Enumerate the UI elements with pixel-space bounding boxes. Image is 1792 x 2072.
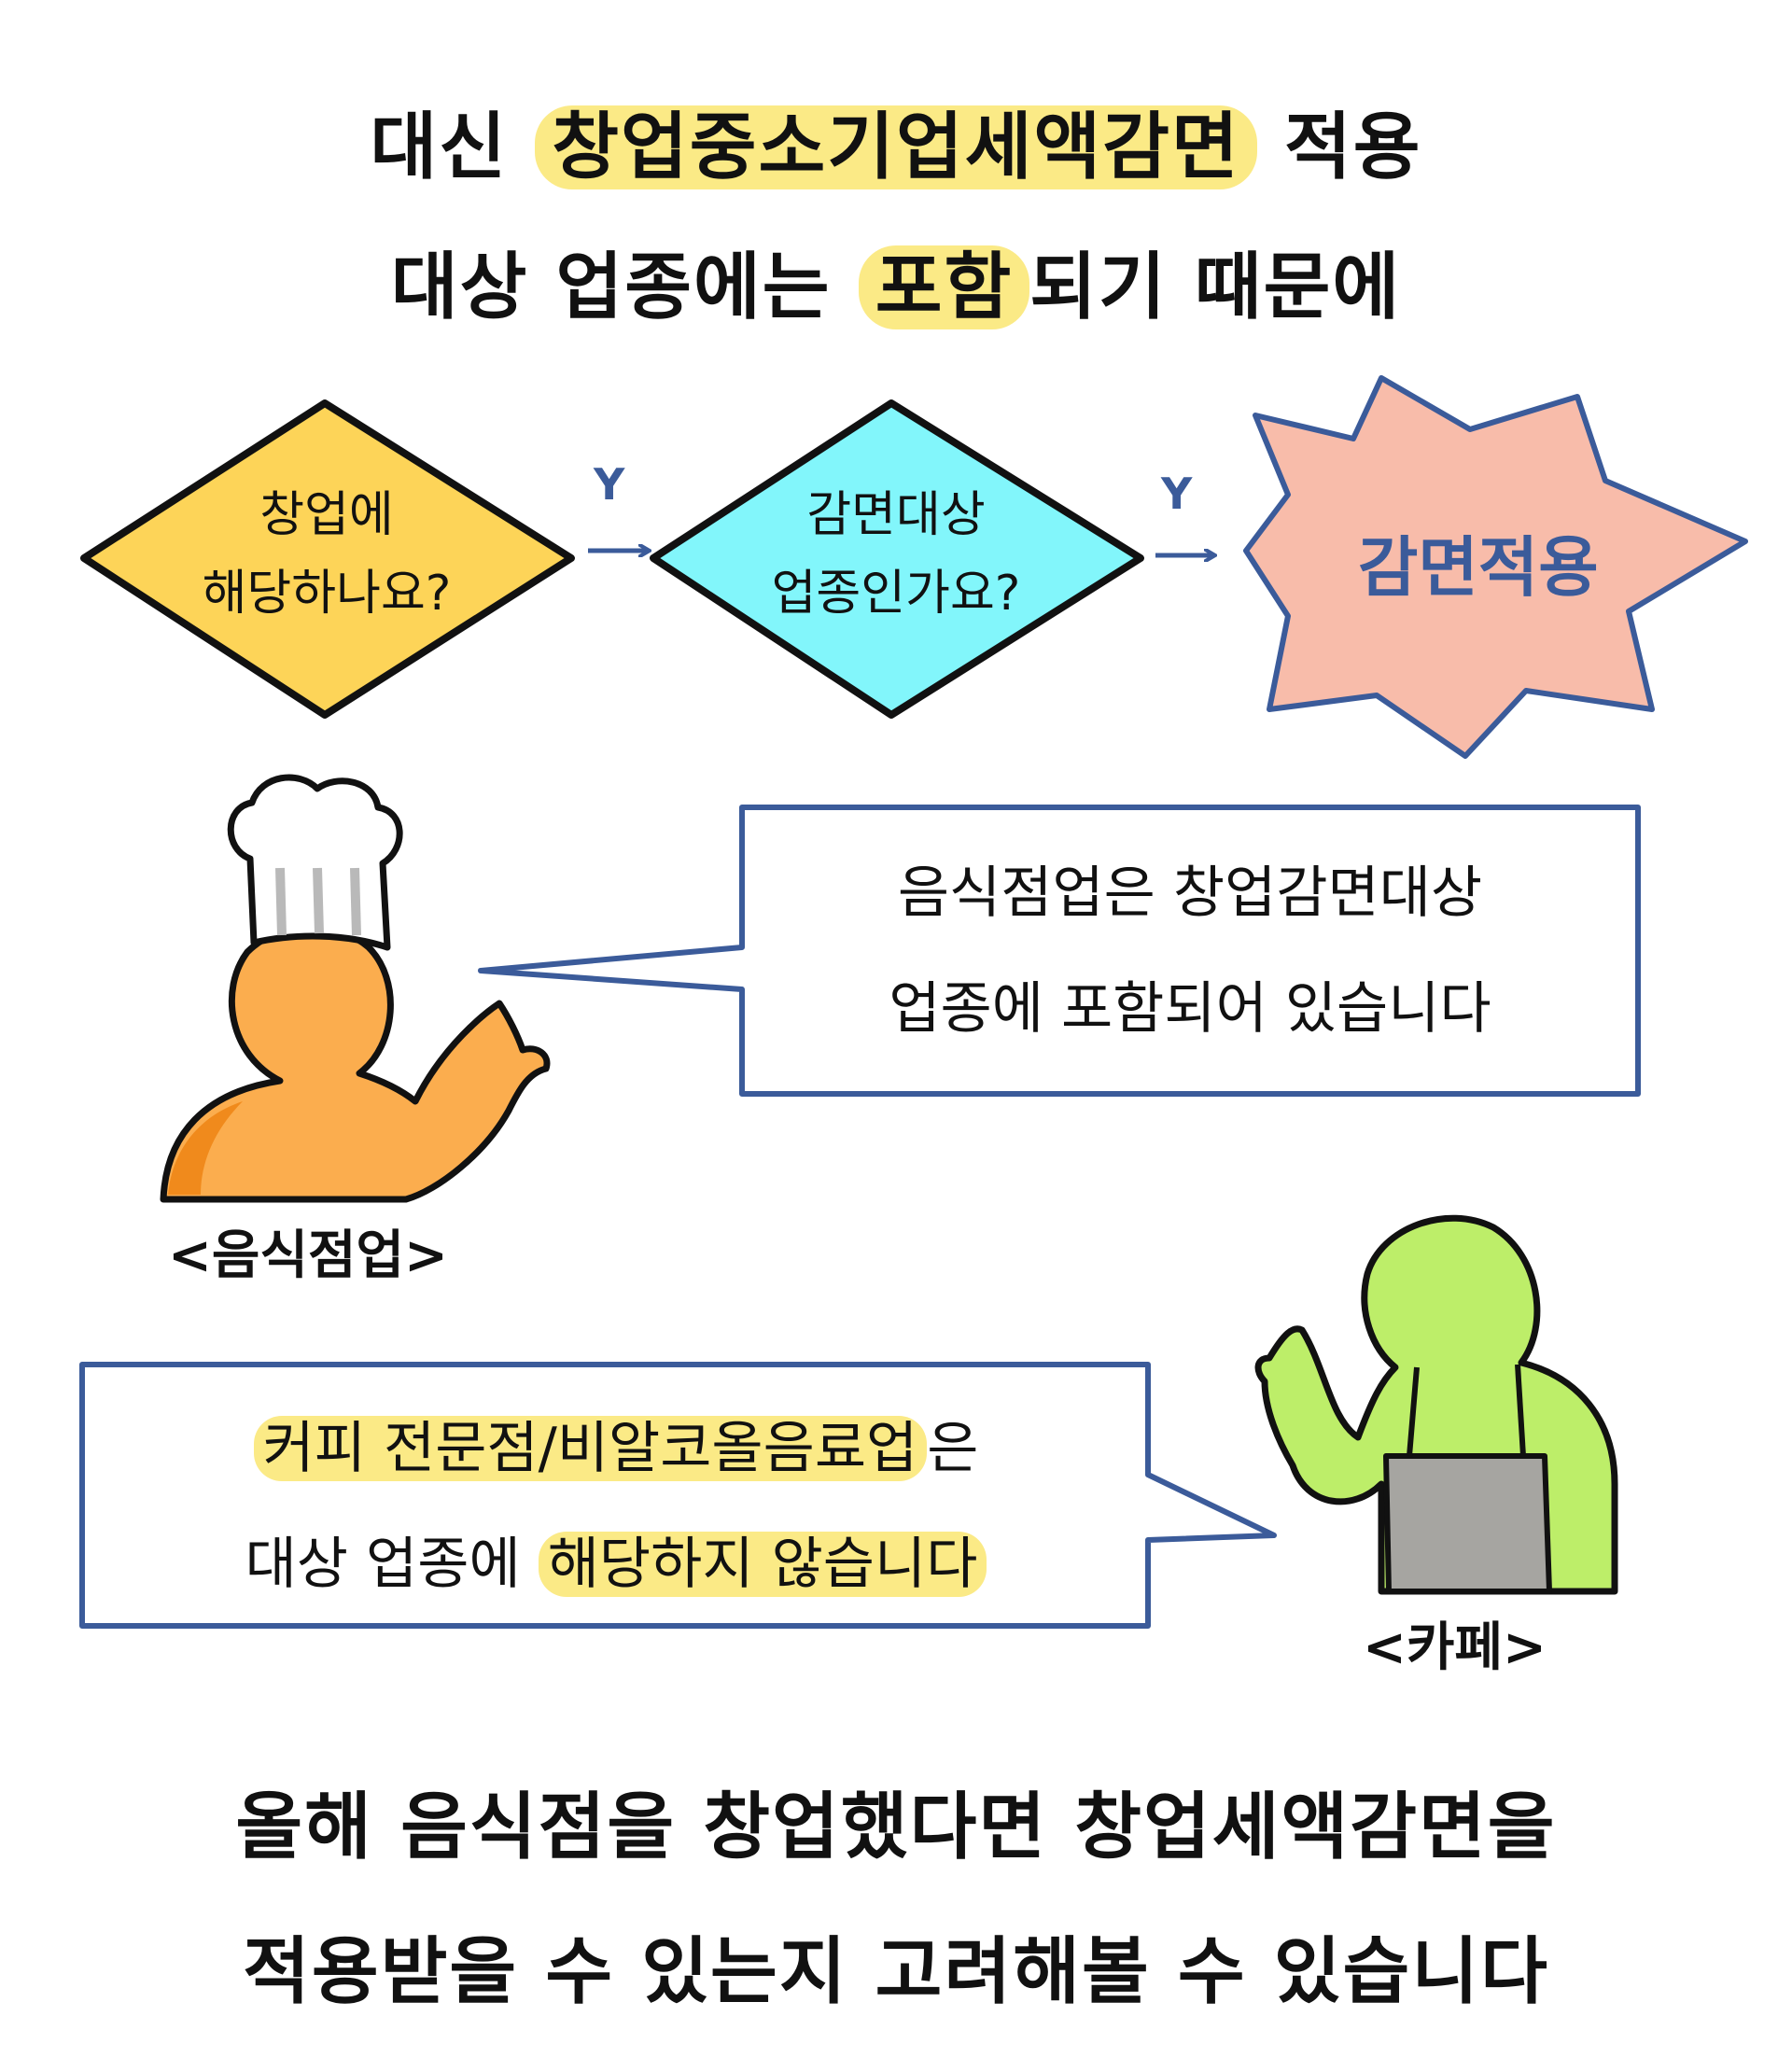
highlight-not-applicable: 해당하지 않습니다 — [538, 1532, 987, 1597]
decision-eligible-line1: 감면대상 — [806, 487, 986, 543]
highlight-coffee-shop: 커피 전문점/비알코올음료업 — [253, 1416, 928, 1481]
headline-top-line2-post: 되기 때문에 — [1029, 245, 1402, 329]
headline-top-line1-post: 적용 — [1256, 105, 1422, 189]
decision-diamond-eligible-industry — [650, 399, 1144, 719]
cafe-caption: <카페> — [1363, 1617, 1547, 1678]
chef-hat-stripe — [313, 867, 324, 934]
highlight-included: 포함 — [858, 245, 1030, 329]
chef-body-shade — [168, 1101, 243, 1195]
result-burst — [1243, 375, 1748, 759]
cafe-bubble-line1-post: 은 — [927, 1416, 979, 1481]
chef-hat-stripe — [275, 867, 287, 936]
cafe-character — [1254, 1214, 1618, 1595]
restaurant-bubble-text: 음식점업은 창업감면대상 업종에 포함되어 있습니다 — [747, 835, 1633, 1067]
restaurant-bubble-line1: 음식점업은 창업감면대상 — [897, 861, 1483, 926]
chef-character — [160, 774, 551, 1203]
decision-diamond-startup — [80, 399, 575, 719]
headline-top-line2-pre: 대상 업종에는 — [390, 245, 859, 329]
cafe-apron-strap — [1407, 1366, 1420, 1457]
headline-bottom-line2: 적용받을 수 있는지 고려해볼 수 있습니다 — [243, 1930, 1549, 2014]
cafe-bubble-line2-pre: 대상 업종에 — [245, 1532, 539, 1597]
chef-hat-stripe — [350, 867, 361, 936]
speech-bubble-restaurant — [478, 805, 1641, 1097]
restaurant-bubble-line2: 업종에 포함되어 있습니다 — [889, 976, 1491, 1042]
restaurant-caption: <음식점업> — [168, 1225, 448, 1286]
highlight-tax-reduction: 창업중소기업세액감면 — [535, 105, 1257, 189]
decision-eligible-line2: 업종인가요? — [771, 566, 1021, 622]
result-text: 감면적용 — [1358, 529, 1599, 606]
decision-startup-line2: 해당하나요? — [202, 566, 452, 622]
edge-label-yes-1: Y — [594, 459, 625, 510]
headline-top-line1-pre: 대신 — [370, 105, 536, 189]
cafe-bubble-line2: 대상 업종에 해당하지 않습니다 — [89, 1506, 1143, 1622]
decision-text-eligible-industry: 감면대상 업종인가요? — [709, 476, 1083, 633]
cafe-apron — [1383, 1453, 1552, 1594]
headline-top-line1: 대신 창업중소기업세액감면 적용 — [0, 89, 1792, 193]
headline-bottom-line1: 올해 음식점을 창업했다면 창업세액감면을 — [235, 1785, 1557, 1869]
decision-text-startup: 창업에 해당하나요? — [140, 476, 513, 633]
chef-body — [160, 923, 551, 1203]
decision-startup-line1: 창업에 — [259, 487, 394, 543]
cafe-apron-strap — [1515, 1364, 1526, 1457]
edge-label-yes-2: Y — [1161, 469, 1193, 519]
